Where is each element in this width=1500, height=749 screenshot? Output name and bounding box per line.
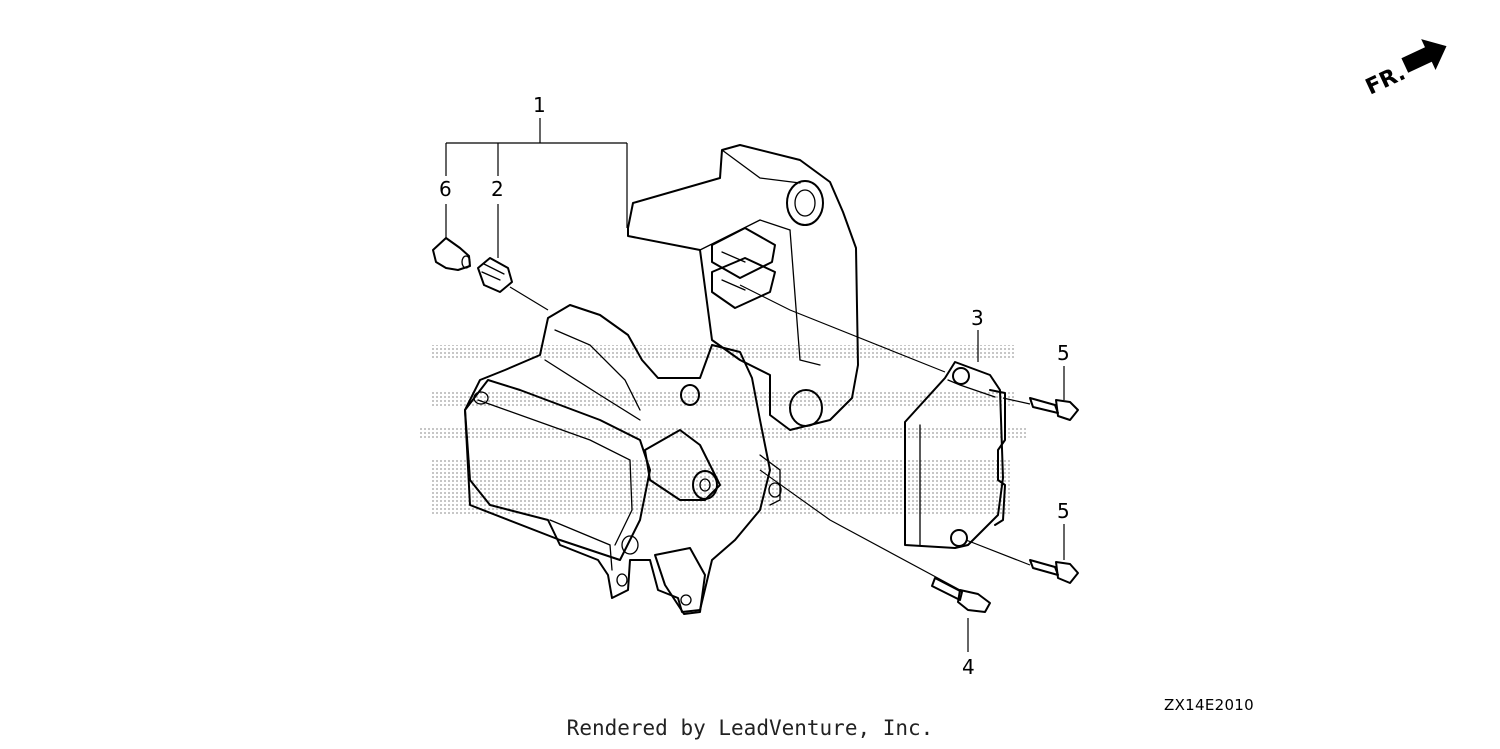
cap-part-6	[432, 237, 471, 271]
callout-5-lower: 5	[1057, 499, 1070, 523]
bolt-part-5-upper	[1029, 397, 1079, 421]
callout-4: 4	[962, 655, 975, 679]
callout-5-upper: 5	[1057, 341, 1070, 365]
diagram-code: ZX14E2010	[1164, 696, 1254, 714]
callout-6: 6	[439, 177, 452, 201]
fr-label: FR.	[1362, 61, 1409, 101]
watermark	[418, 345, 1028, 514]
front-direction-indicator: FR.	[1362, 39, 1447, 101]
render-credit: Rendered by LeadVenture, Inc.	[566, 716, 934, 740]
callout-3: 3	[971, 306, 984, 330]
leader-lines	[445, 118, 1065, 652]
callout-2: 2	[491, 177, 504, 201]
main-bracket-part-1	[464, 144, 859, 615]
callout-labels: 1 2 3 4 5 5 6	[439, 93, 1070, 679]
fr-arrow-icon	[1401, 39, 1447, 73]
bolt-part-4	[931, 577, 991, 613]
grommet-part-2	[477, 257, 513, 293]
bolt-part-5-lower	[1029, 559, 1079, 584]
callout-1: 1	[533, 93, 546, 117]
module-part-3	[904, 361, 1006, 549]
